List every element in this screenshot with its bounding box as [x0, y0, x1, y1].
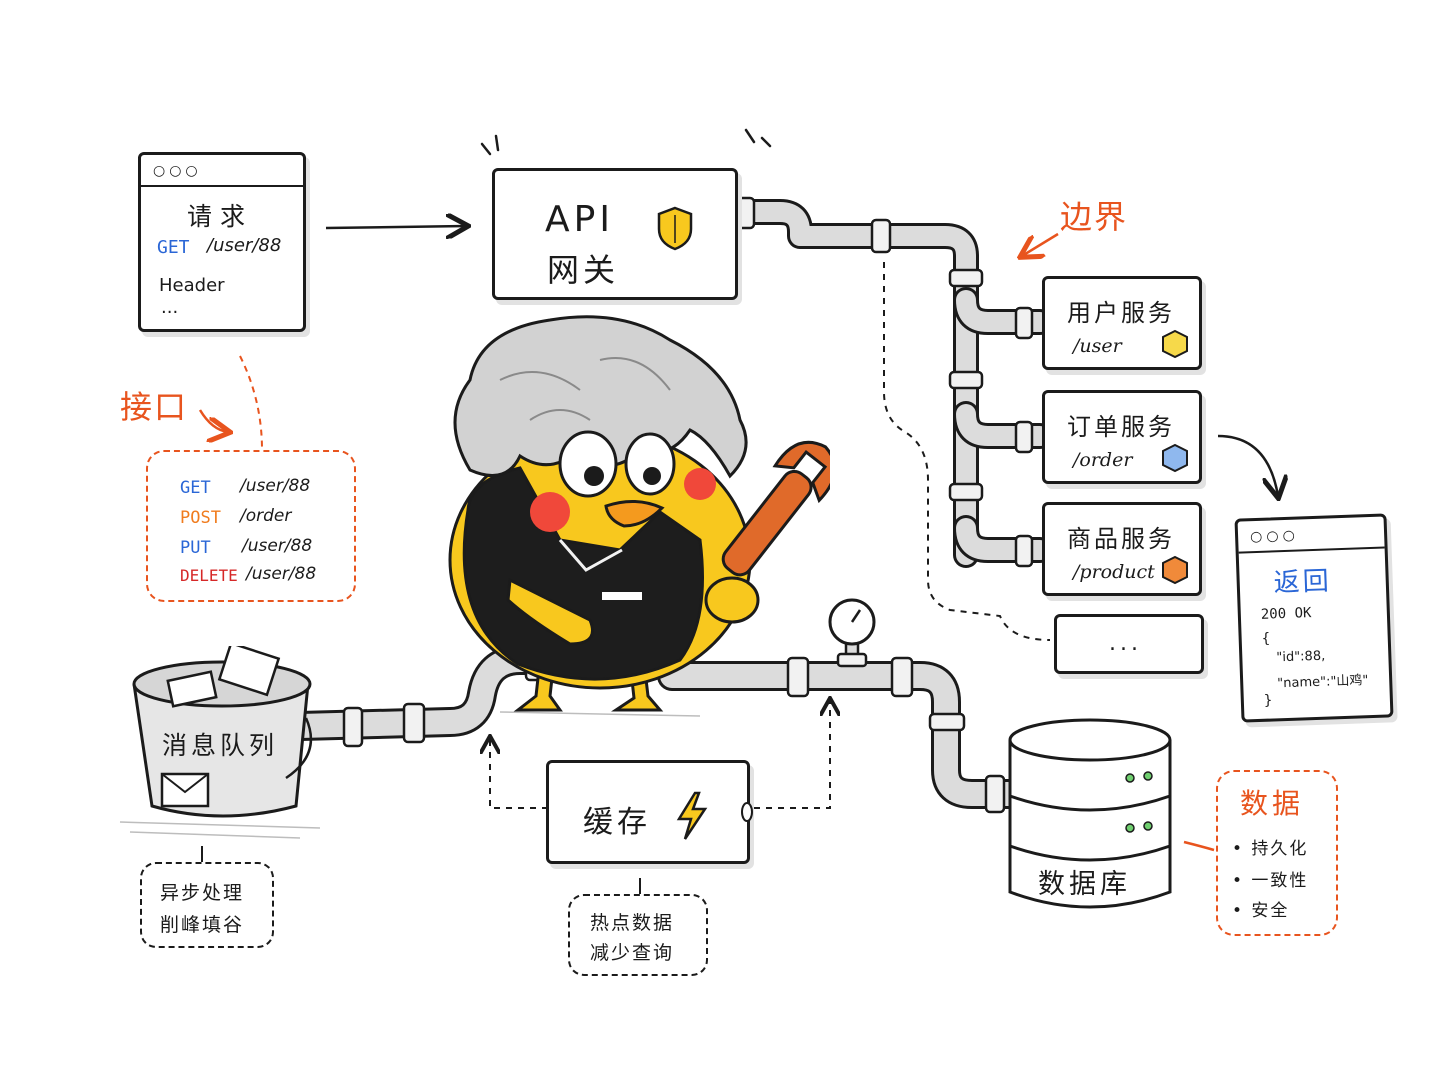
database-icon	[1008, 718, 1172, 909]
cache-note-line-2: 减少查询	[590, 942, 675, 964]
interface-method-3: DELETE	[180, 566, 238, 585]
service-path: /order	[1073, 449, 1133, 471]
response-status: 200 OK	[1260, 605, 1312, 623]
hexagon-icon	[1162, 443, 1188, 473]
interface-method-2: PUT	[180, 538, 211, 558]
boundary-label: 边界	[1060, 198, 1129, 236]
wrench-icon	[721, 440, 830, 577]
hexagon-icon	[1162, 555, 1188, 585]
gateway-title: API	[545, 199, 614, 240]
request-method: GET	[157, 237, 190, 258]
cache-note-line-1: 热点数据	[590, 912, 675, 934]
interface-label: 接口	[120, 388, 189, 426]
cache-note: 热点数据 减少查询	[568, 894, 708, 976]
queue-note-line-1: 异步处理	[160, 882, 245, 904]
data-note-title: 数据	[1240, 787, 1305, 820]
response-title: 返回	[1273, 566, 1333, 599]
service-path: /user	[1073, 335, 1122, 357]
cache-box: 缓存	[546, 760, 753, 864]
data-point-2: • 一致性	[1232, 871, 1309, 891]
response-brace-open: {	[1261, 630, 1271, 647]
bucket-icon	[132, 646, 313, 818]
interface-path-1: /order	[240, 506, 292, 526]
request-path: /user/88	[207, 235, 282, 256]
service-product: 商品服务 /product	[1042, 502, 1202, 596]
cache-bolt-icon	[741, 802, 753, 822]
interface-method-0: GET	[180, 478, 211, 498]
response-line-2: "name":"山鸡"	[1277, 673, 1369, 692]
response-brace-close: }	[1263, 692, 1273, 709]
queue-note: 异步处理 削峰填谷	[140, 862, 274, 948]
request-window: ○○○ 请 求 GET /user/88 Header ...	[138, 152, 306, 332]
data-point-1: • 持久化	[1232, 839, 1309, 859]
request-title: 请 求	[187, 202, 245, 231]
queue-note-line-2: 削峰填谷	[160, 914, 245, 936]
response-window: ○○○ 返回 200 OK { "id":88, "name":"山鸡" }	[1234, 513, 1394, 723]
envelope-icon	[160, 646, 281, 808]
service-name: 商品服务	[1067, 525, 1175, 553]
interface-path-2: /user/88	[242, 536, 313, 556]
shield-icon	[657, 206, 693, 251]
service-order: 订单服务 /order	[1042, 390, 1202, 484]
interface-path-3: /user/88	[246, 564, 317, 584]
api-gateway: API 网关	[492, 168, 738, 300]
interface-method-1: POST	[180, 508, 221, 528]
hexagon-icon	[1162, 329, 1188, 359]
window-dots: ○○○	[153, 163, 202, 179]
request-arrow	[325, 226, 466, 228]
data-note: 数据 • 持久化 • 一致性 • 安全	[1216, 770, 1338, 936]
database-label: 数据库	[1038, 869, 1131, 900]
gateway-pipe	[727, 199, 1053, 568]
interface-list: GET /user/88 POST /order PUT /user/88 DE…	[146, 450, 356, 602]
pressure-gauge-icon	[828, 598, 876, 668]
interface-path-0: /user/88	[240, 476, 311, 496]
service-path: /product	[1073, 561, 1155, 583]
service-user: 用户服务 /user	[1042, 276, 1202, 370]
queue-label: 消息队列	[162, 731, 279, 760]
service-more-dots: ...	[1109, 631, 1142, 656]
gateway-subtitle: 网关	[547, 251, 620, 289]
response-line-1: "id":88,	[1276, 648, 1326, 666]
service-name: 订单服务	[1067, 413, 1175, 441]
request-header: Header	[159, 275, 225, 296]
cache-label: 缓存	[583, 805, 651, 840]
data-point-3: • 安全	[1232, 901, 1290, 921]
service-more: ...	[1054, 614, 1204, 674]
window-dots: ○○○	[1249, 527, 1300, 546]
service-name: 用户服务	[1067, 299, 1175, 327]
request-more: ...	[161, 297, 179, 318]
lightning-icon	[676, 791, 708, 840]
chick-plumber-character	[448, 315, 830, 712]
